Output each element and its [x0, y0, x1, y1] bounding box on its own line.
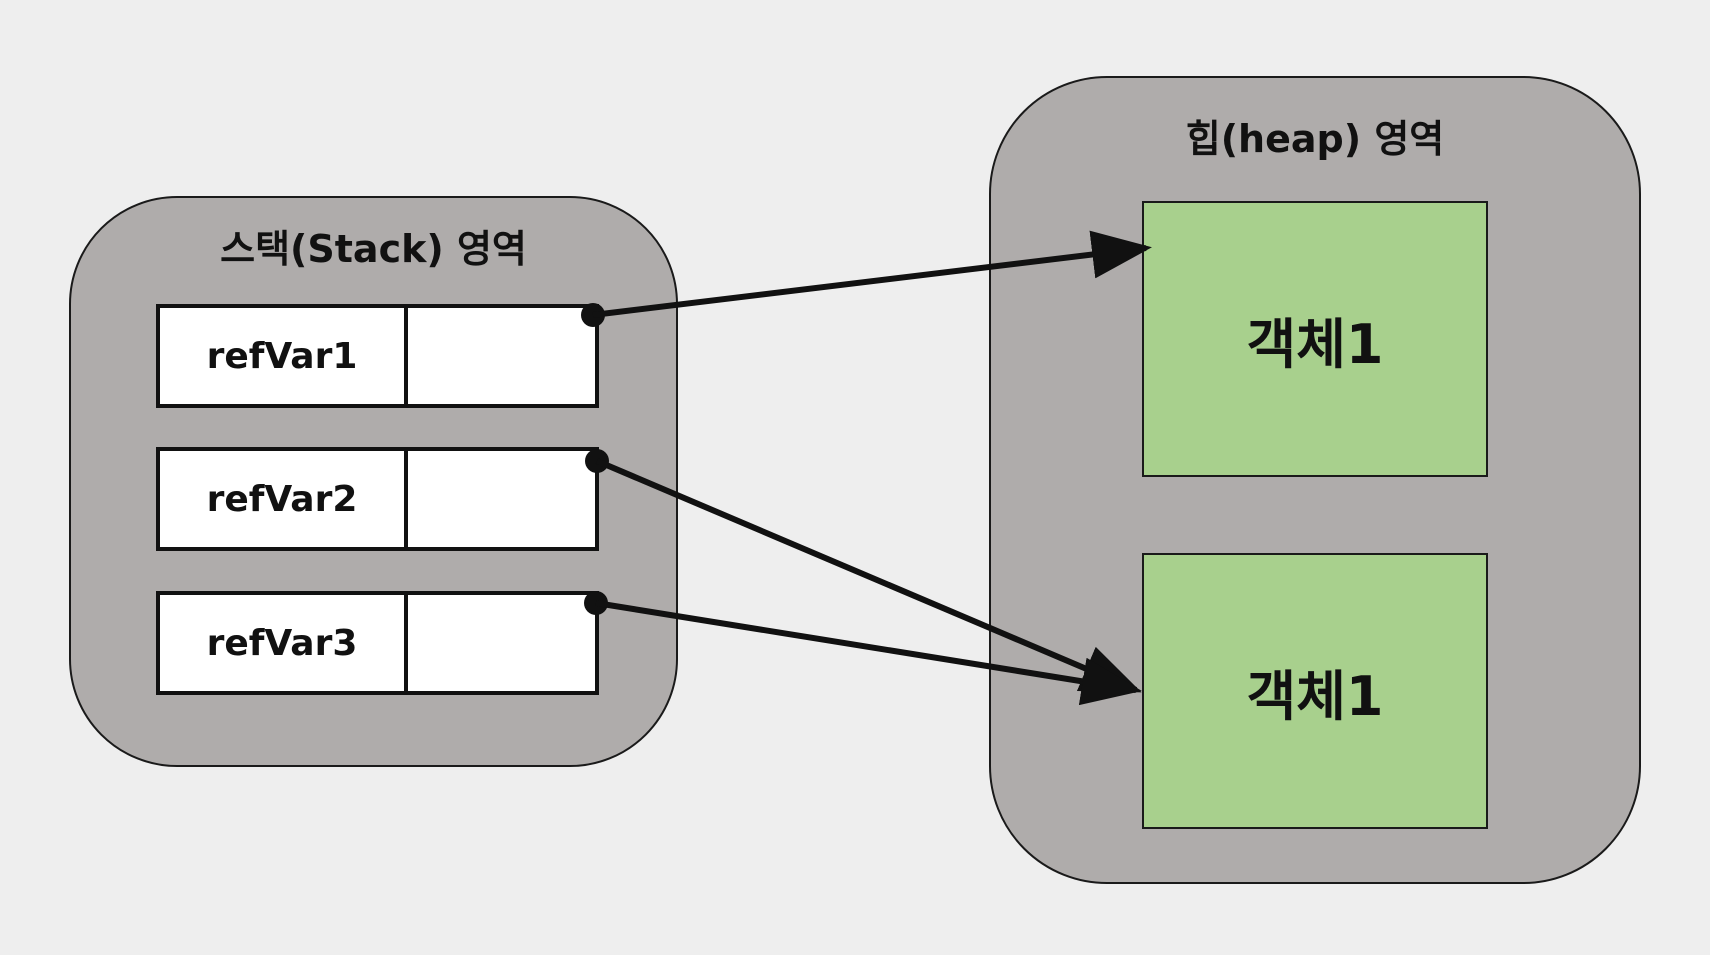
- variable-name: refVar1: [160, 308, 408, 404]
- heap-region-title: 힙(heap) 영역: [1185, 117, 1445, 161]
- variable-value-cell: [408, 308, 595, 404]
- stack-variable-refvar1: refVar1: [156, 304, 599, 408]
- variable-value-cell: [408, 595, 595, 691]
- heap-object-1: 객체1: [1142, 201, 1488, 477]
- variable-value-cell: [408, 451, 595, 547]
- stack-region-title: 스택(Stack) 영역: [220, 227, 527, 271]
- variable-name: refVar3: [160, 595, 408, 691]
- heap-object-2: 객체1: [1142, 553, 1488, 829]
- stack-variable-refvar2: refVar2: [156, 447, 599, 551]
- stack-variable-refvar3: refVar3: [156, 591, 599, 695]
- variable-name: refVar2: [160, 451, 408, 547]
